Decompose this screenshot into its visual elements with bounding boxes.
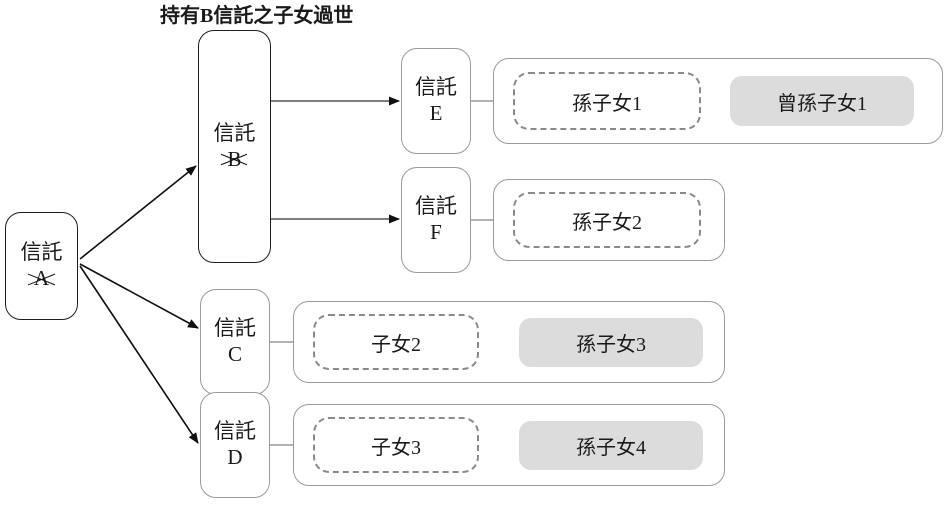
- dashed-label-row-d: 子女3: [371, 436, 421, 459]
- trust-d-word: 信託: [214, 419, 256, 444]
- grey-label-row-d: 孫子女4: [576, 437, 646, 459]
- trust-a-tag: A: [33, 266, 50, 290]
- trust-node-a[interactable]: 信託 A: [5, 212, 78, 320]
- trust-c-word: 信託: [214, 316, 256, 341]
- edge-a-to-d: [79, 265, 199, 444]
- trust-e-tag: E: [429, 101, 443, 125]
- dashed-label-row-e: 孫子女1: [572, 92, 642, 115]
- trust-c-tag: C: [227, 342, 242, 366]
- dashed-label-row-c: 子女2: [371, 333, 421, 356]
- dashed-box-row-d[interactable]: 子女3: [313, 417, 479, 473]
- dashed-box-row-e[interactable]: 孫子女1: [513, 72, 701, 130]
- dashed-label-row-f: 孫子女2: [572, 211, 642, 234]
- trust-a-word: 信託: [20, 240, 63, 265]
- trust-node-d[interactable]: 信託 D: [200, 392, 270, 498]
- grey-label-row-e: 曾孫子女1: [777, 92, 867, 115]
- trust-f-tag: F: [430, 220, 442, 244]
- trust-b-tag: B: [227, 146, 242, 171]
- trust-node-f[interactable]: 信託 F: [401, 167, 471, 273]
- dashed-box-row-f[interactable]: 孫子女2: [513, 192, 701, 248]
- grey-label-row-c: 孫子女3: [576, 334, 646, 356]
- trust-d-tag: D: [227, 445, 243, 469]
- diagram-title: 持有B信託之子女過世: [160, 5, 354, 27]
- dashed-box-row-c[interactable]: 子女2: [313, 314, 479, 370]
- trust-b-word: 信託: [213, 120, 256, 145]
- edge-a-to-b: [79, 165, 197, 260]
- trust-node-c[interactable]: 信託 C: [200, 289, 270, 395]
- grey-box-row-d[interactable]: 孫子女4: [519, 421, 703, 470]
- trust-node-e[interactable]: 信託 E: [401, 48, 471, 154]
- edge-a-to-c: [79, 263, 199, 329]
- grey-box-row-c[interactable]: 孫子女3: [519, 318, 703, 367]
- trust-e-word: 信託: [415, 75, 457, 100]
- grey-box-row-e[interactable]: 曾孫子女1: [730, 76, 914, 126]
- trust-f-word: 信託: [415, 194, 457, 219]
- trust-node-b[interactable]: 信託 B: [198, 30, 271, 263]
